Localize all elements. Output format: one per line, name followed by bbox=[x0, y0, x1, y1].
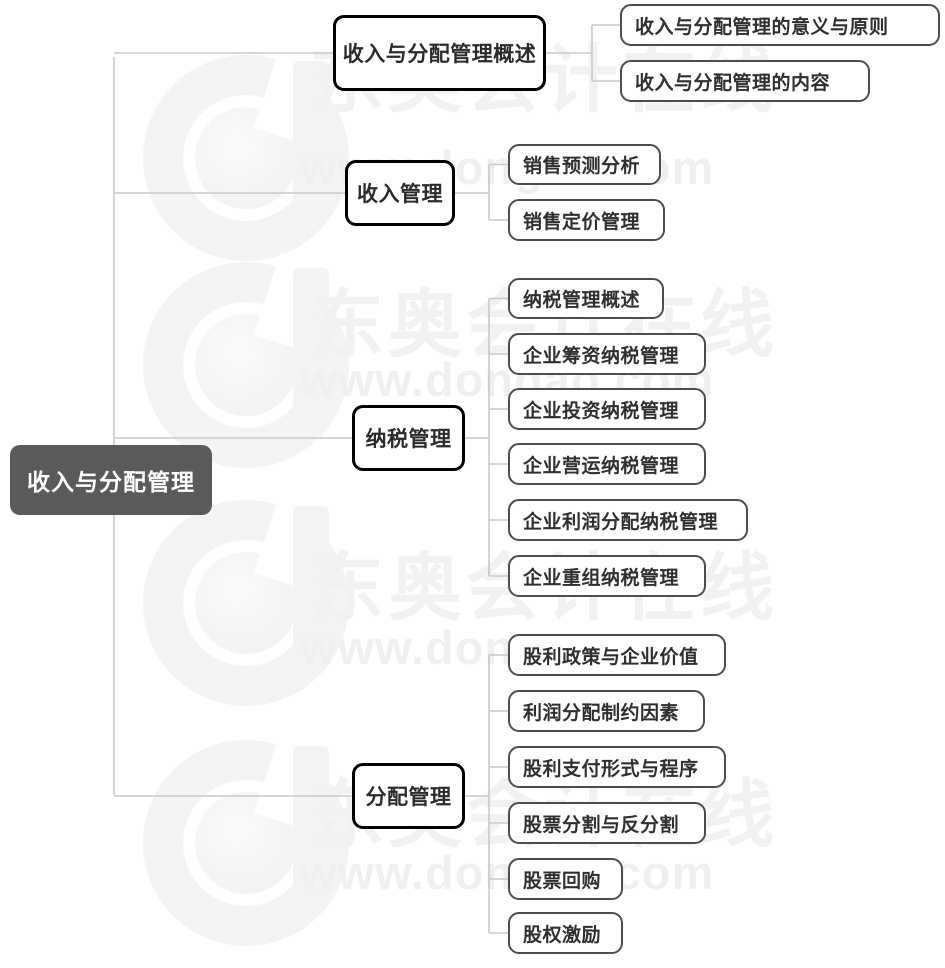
leaf-node-2-4[interactable]: 企业利润分配纳税管理 bbox=[508, 499, 748, 541]
leaf-node-3-3[interactable]: 股票分割与反分割 bbox=[508, 802, 706, 844]
branch-node-2[interactable]: 纳税管理 bbox=[352, 405, 465, 471]
leaf-node-3-5[interactable]: 股权激励 bbox=[508, 912, 623, 954]
watermark-logo-icon bbox=[143, 730, 373, 968]
leaf-node-2-0[interactable]: 纳税管理概述 bbox=[508, 278, 664, 319]
root-node[interactable]: 收入与分配管理 bbox=[10, 445, 212, 515]
leaf-node-3-0[interactable]: 股利政策与企业价值 bbox=[508, 634, 726, 676]
leaf-node-3-1[interactable]: 利润分配制约因素 bbox=[508, 690, 705, 732]
leaf-node-0-1[interactable]: 收入与分配管理的内容 bbox=[620, 60, 870, 102]
leaf-node-2-2[interactable]: 企业投资纳税管理 bbox=[508, 388, 706, 430]
branch-node-3[interactable]: 分配管理 bbox=[352, 763, 465, 829]
branch-node-1[interactable]: 收入管理 bbox=[345, 160, 455, 226]
branch-node-0[interactable]: 收入与分配管理概述 bbox=[333, 15, 546, 91]
leaf-node-2-1[interactable]: 企业筹资纳税管理 bbox=[508, 333, 706, 375]
leaf-node-2-3[interactable]: 企业营运纳税管理 bbox=[508, 443, 706, 485]
watermark-logo-icon bbox=[143, 490, 373, 730]
leaf-node-3-2[interactable]: 股利支付形式与程序 bbox=[508, 746, 726, 788]
leaf-node-0-0[interactable]: 收入与分配管理的意义与原则 bbox=[620, 4, 940, 46]
leaf-node-3-4[interactable]: 股票回购 bbox=[508, 858, 623, 900]
leaf-node-1-0[interactable]: 销售预测分析 bbox=[508, 144, 661, 185]
leaf-node-1-1[interactable]: 销售定价管理 bbox=[508, 199, 665, 241]
leaf-node-2-5[interactable]: 企业重组纳税管理 bbox=[508, 555, 706, 597]
